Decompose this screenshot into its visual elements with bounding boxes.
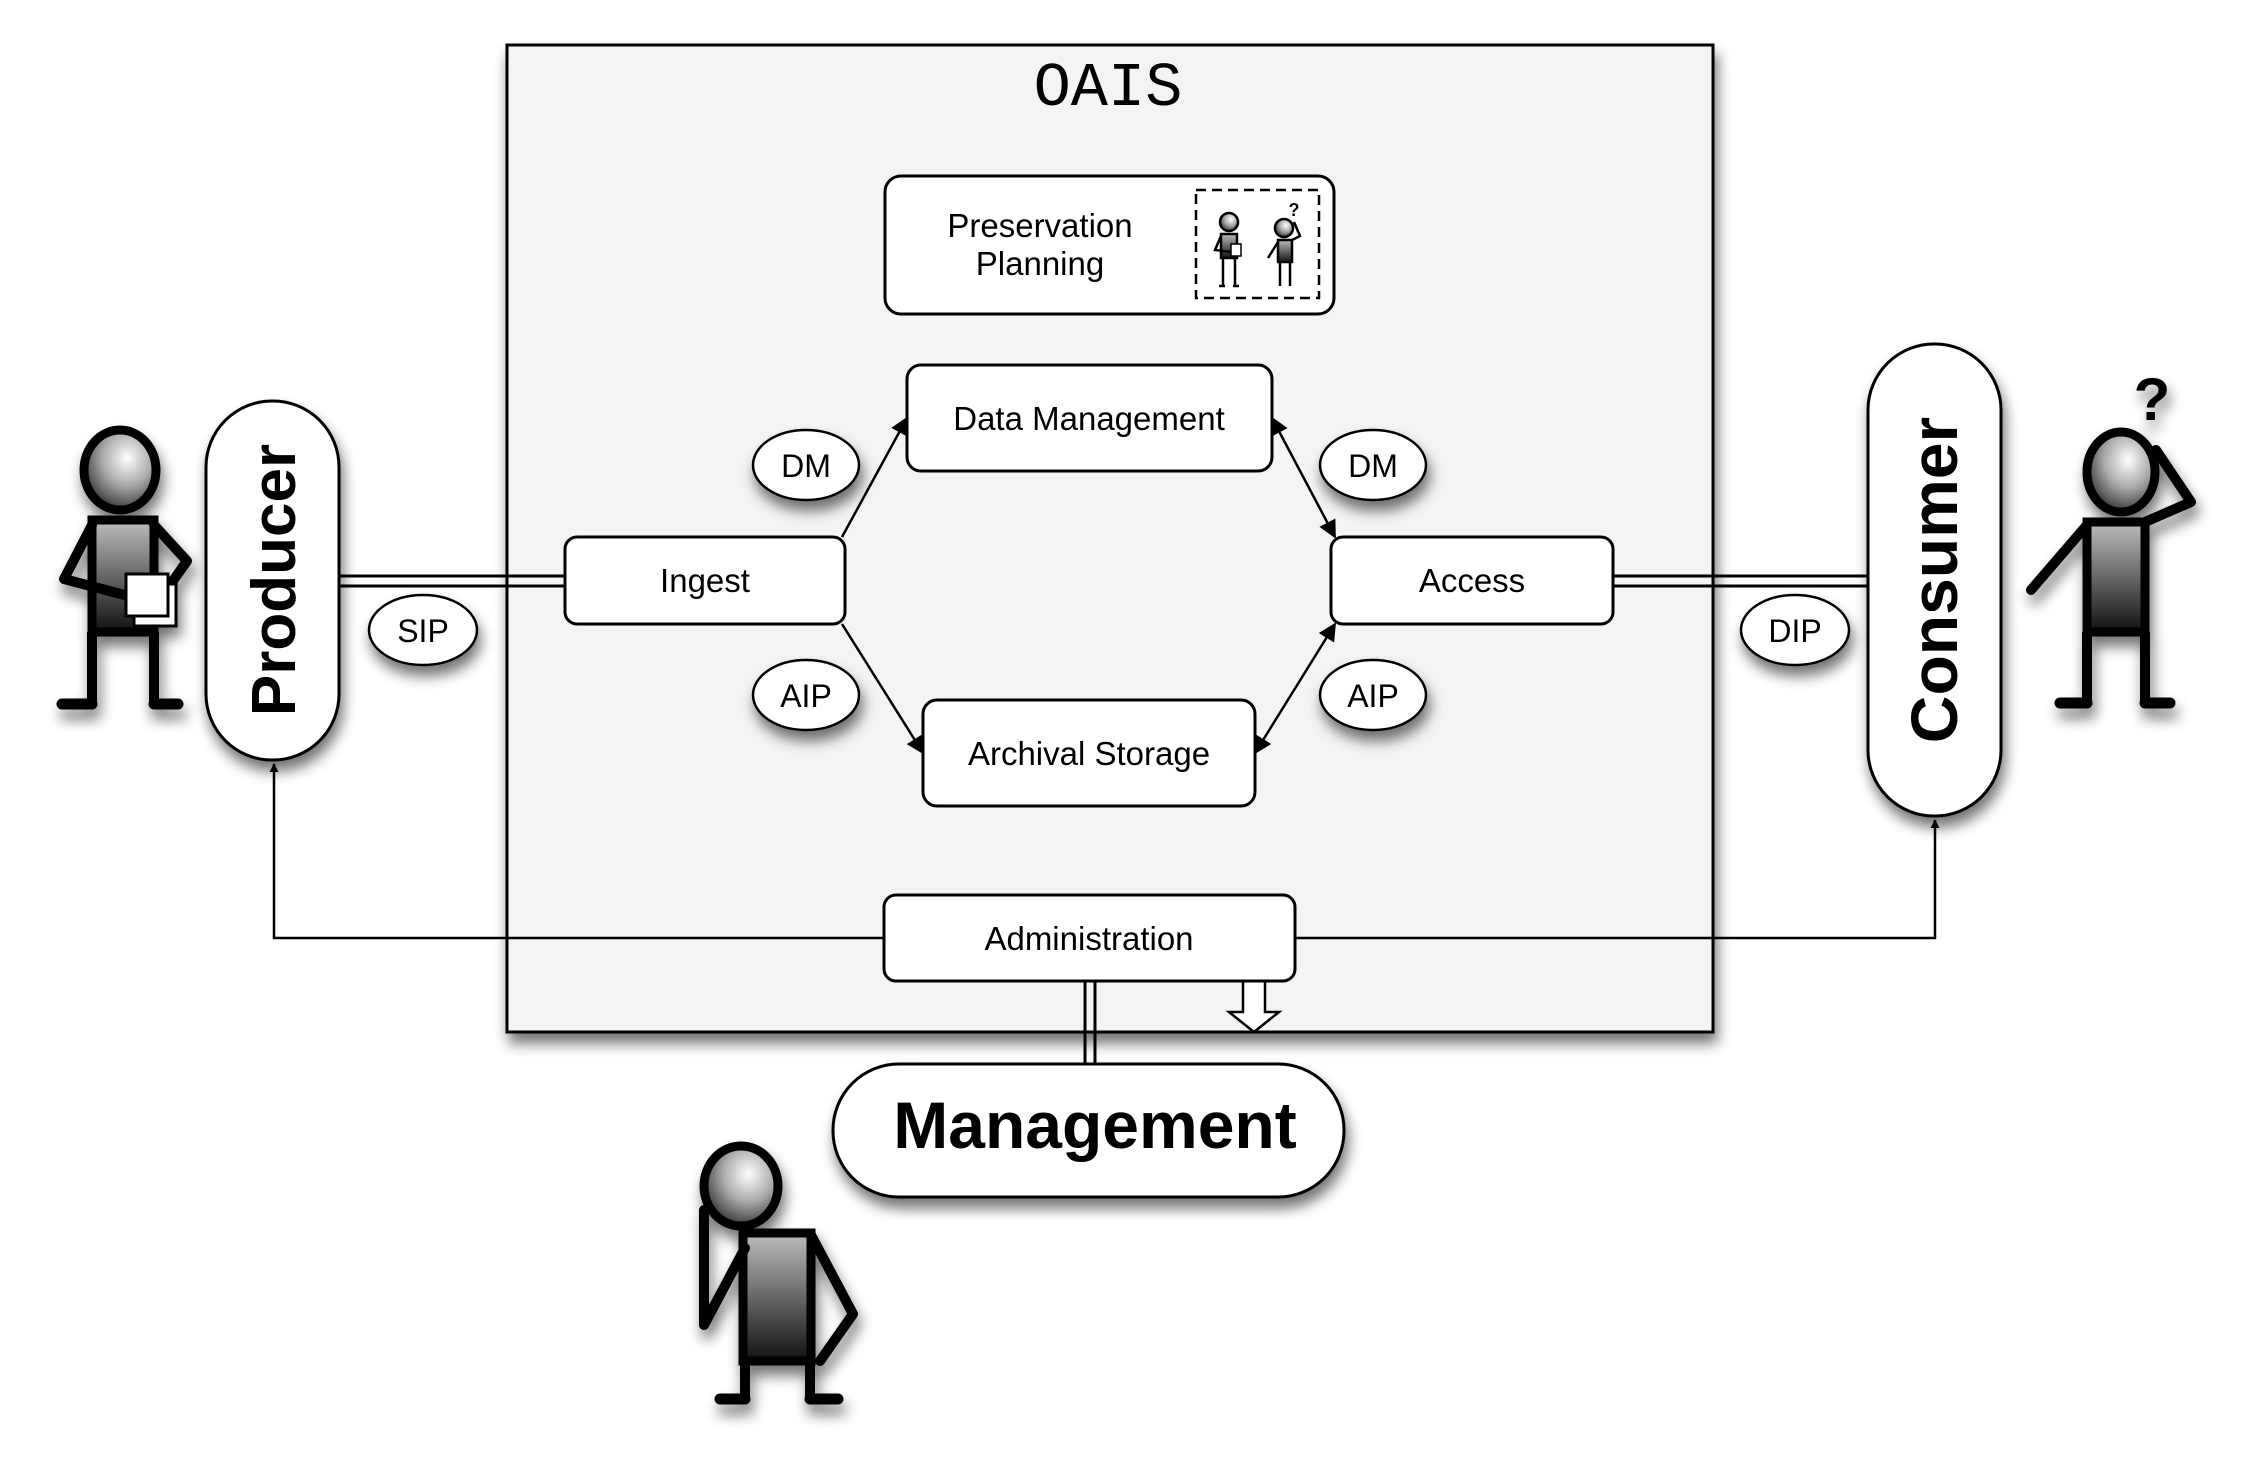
producer-label: Producer xyxy=(240,444,309,716)
access-box[interactable]: Access xyxy=(1329,535,1615,626)
administration-to-consumer-arrow xyxy=(1295,819,1940,940)
ingest-label: Ingest xyxy=(660,562,750,599)
ingest-box[interactable]: Ingest xyxy=(563,535,847,626)
ingest-to-data-management-arrow xyxy=(840,416,909,538)
mini-consumer-figure-icon: ? xyxy=(1266,200,1302,286)
ingest-to-archival-storage-arrow xyxy=(840,623,925,755)
archival-storage-access-arrow xyxy=(1253,622,1337,755)
producer-ingest-link xyxy=(339,574,565,588)
access-consumer-link xyxy=(1613,574,1868,588)
preservation-planning-box[interactable]: Preservation Planning ? xyxy=(883,174,1336,316)
data-management-access-arrow xyxy=(1270,416,1337,539)
data-management-label: Data Management xyxy=(953,400,1225,437)
archival-storage-label: Archival Storage xyxy=(968,735,1210,772)
mini-question-mark: ? xyxy=(1289,200,1300,220)
flow-label-text: SIP xyxy=(397,613,449,649)
flow-label-dip: DIP xyxy=(1739,593,1851,667)
archival-storage-box[interactable]: Archival Storage xyxy=(921,698,1257,808)
flow-label-sip: SIP xyxy=(367,593,479,667)
flow-label-aip-left: AIP xyxy=(751,658,861,732)
access-label: Access xyxy=(1419,562,1525,599)
administration-label: Administration xyxy=(984,920,1193,957)
flow-label-aip-right: AIP xyxy=(1318,658,1428,732)
flow-label-text: AIP xyxy=(1347,678,1399,714)
administration-management-link xyxy=(1083,981,1097,1064)
hollow-down-arrow xyxy=(1225,977,1283,1034)
connectors xyxy=(269,416,1940,1064)
preservation-planning-label-line1: Preservation xyxy=(947,207,1132,244)
oais-title: OAIS xyxy=(1034,53,1183,124)
flow-label-text: DIP xyxy=(1768,613,1821,649)
flow-label-dm-right: DM xyxy=(1318,428,1428,502)
consumer-actor[interactable]: Consumer xyxy=(1866,342,2003,818)
question-mark: ? xyxy=(2134,366,2171,433)
flow-label-text: DM xyxy=(781,448,831,484)
actors-dashed-box xyxy=(1194,188,1321,300)
management-figure-icon xyxy=(699,1141,858,1405)
administration-to-producer-arrow xyxy=(269,763,884,940)
flow-label-text: DM xyxy=(1348,448,1398,484)
producer-actor[interactable]: Producer xyxy=(204,399,341,762)
administration-box[interactable]: Administration xyxy=(882,893,1297,983)
flow-label-text: AIP xyxy=(780,678,832,714)
data-management-box[interactable]: Data Management xyxy=(905,363,1274,473)
management-actor[interactable]: Management xyxy=(831,1062,1346,1199)
management-label: Management xyxy=(893,1088,1296,1162)
consumer-label: Consumer xyxy=(1897,417,1971,743)
producer-figure-icon xyxy=(56,425,192,710)
flow-label-dm-left: DM xyxy=(751,428,861,502)
preservation-planning-label-line2: Planning xyxy=(976,245,1104,282)
mini-producer-figure-icon xyxy=(1213,211,1242,288)
consumer-figure-icon: ? xyxy=(2026,366,2196,709)
